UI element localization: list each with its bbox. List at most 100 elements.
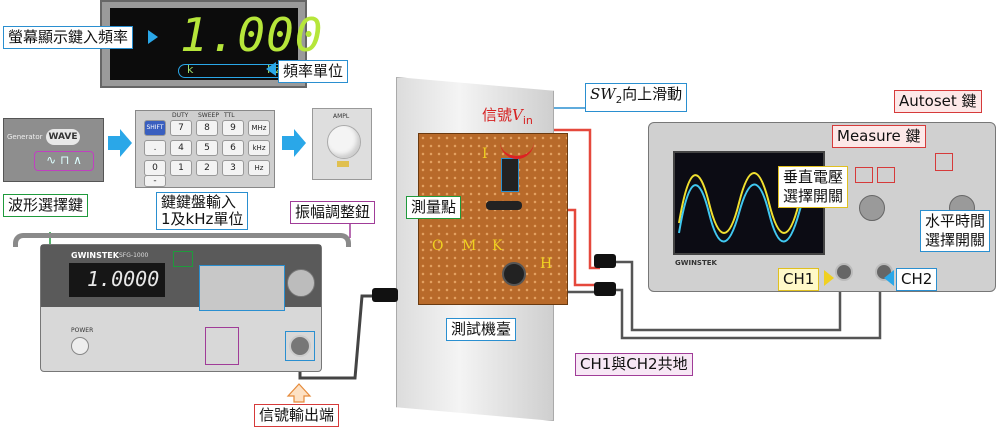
- label-horizontal-time-line2: 選擇開關: [925, 231, 986, 249]
- circuit-point-h: H: [540, 256, 553, 272]
- label-sw2: SW2向上滑動: [585, 83, 688, 112]
- amplitude-knob[interactable]: [327, 125, 361, 159]
- key-khz[interactable]: kHz: [248, 140, 270, 156]
- key-minus[interactable]: -: [144, 175, 166, 187]
- label-vertical-volt-line2: 選擇開關: [783, 187, 844, 205]
- vin-clip: [500, 140, 534, 159]
- generator-output-highlight: [285, 331, 315, 361]
- label-amplitude-knob: 振幅調整鈕: [290, 201, 376, 224]
- key-dot[interactable]: .: [144, 140, 166, 156]
- label-test-bench: 測試機臺: [446, 318, 517, 341]
- capacitor: [502, 262, 526, 286]
- label-ch-common-ground: CH1與CH2共地: [575, 353, 693, 376]
- key-7[interactable]: 7: [170, 120, 192, 136]
- label-vertical-volt: 垂直電壓 選擇開關: [778, 166, 849, 208]
- measure-probe: [486, 201, 522, 210]
- generator-main-knob[interactable]: [287, 269, 315, 297]
- bnc-connector-left: [372, 288, 398, 302]
- circuit-point-k: K: [492, 238, 503, 254]
- sw2-sub: 2: [615, 95, 623, 106]
- label-vertical-volt-line1: 垂直電壓: [783, 168, 844, 186]
- unit-k: k: [187, 63, 194, 76]
- signal-vin-sub: in: [522, 114, 533, 127]
- label-keypad-input-line1: 鍵鍵盤輸入: [161, 193, 237, 211]
- amplitude-panel: AMPL: [312, 108, 372, 180]
- signal-output-arrow: [286, 383, 312, 403]
- circuit-board: [418, 133, 568, 305]
- vertical-volt-knob[interactable]: [859, 195, 885, 221]
- key-0[interactable]: 0: [144, 160, 166, 176]
- label-measure-point: 測量點: [406, 196, 462, 219]
- wave-panel: Generator WAVE ∿ ⊓ ∧: [3, 118, 104, 182]
- ch1-arrow: [824, 270, 834, 286]
- label-keypad-input-line2: 1及kHz單位: [161, 210, 244, 228]
- amp-indicator: [337, 161, 349, 167]
- autoset-key-highlight[interactable]: [935, 153, 953, 171]
- generator-amp-highlight: [205, 327, 239, 365]
- measure-key-highlight[interactable]: [855, 167, 873, 183]
- label-ch1: CH1: [778, 268, 820, 291]
- label-autoset-key: Autoset 鍵: [894, 90, 982, 113]
- amp-label: AMPL: [333, 113, 350, 120]
- keypad-top-label-duty: DUTY: [172, 112, 189, 119]
- generator-screen: 1.0000: [69, 263, 165, 297]
- keypad-top-label-ttl: TTL: [224, 112, 235, 119]
- unit-callout-arrow: [266, 62, 276, 76]
- frequency-reading: 1.000: [180, 8, 324, 62]
- generator-wave-highlight: [173, 251, 193, 267]
- ch1-cable: [615, 260, 842, 332]
- key-hz[interactable]: Hz: [248, 160, 270, 176]
- bnc-connector-ch2: [594, 282, 616, 296]
- keypad-top-label-sweep: SWEEP: [198, 112, 219, 119]
- generator-tag: Generator: [7, 133, 43, 141]
- key-6[interactable]: 6: [222, 140, 244, 156]
- circuit-point-o: O: [432, 238, 444, 254]
- generator-handle: [13, 233, 351, 247]
- key-1[interactable]: 1: [170, 160, 192, 176]
- ch2-cable: [615, 283, 882, 340]
- key-4[interactable]: 4: [170, 140, 192, 156]
- key-shift[interactable]: SHIFT: [144, 120, 166, 136]
- scope-brand: GWINSTEK: [675, 259, 717, 267]
- key-9[interactable]: 9: [222, 120, 244, 136]
- label-horizontal-time: 水平時間 選擇開關: [920, 210, 991, 252]
- label-keypad-input: 鍵鍵盤輸入 1及kHz單位: [156, 192, 249, 230]
- sw2-var: SW: [590, 85, 616, 103]
- waveform-selector-icons: ∿ ⊓ ∧: [34, 151, 94, 171]
- arrow-right-1: [108, 129, 132, 157]
- function-generator: GWINSTEK SFG-1000 1.0000 POWER: [13, 233, 351, 372]
- power-button[interactable]: [71, 337, 89, 355]
- arrow-right-2: [282, 129, 306, 157]
- label-horizontal-time-line1: 水平時間: [925, 212, 986, 230]
- generator-power-label: POWER: [71, 327, 94, 334]
- signal-vin-prefix: 信號: [482, 106, 513, 124]
- sw2-switch[interactable]: [501, 158, 519, 192]
- keypad-panel: DUTY SWEEP TTL SHIFT 7 8 9 MHz 4 5 6 kHz…: [135, 110, 275, 188]
- measure-key-highlight-2[interactable]: [877, 167, 895, 183]
- label-signal-vin: 信號Vin: [482, 104, 533, 127]
- generator-model: SFG-1000: [119, 252, 149, 259]
- label-signal-output: 信號輸出端: [254, 404, 340, 427]
- label-measure-key: Measure 鍵: [832, 125, 926, 148]
- key-8[interactable]: 8: [196, 120, 218, 136]
- label-ch2: CH2: [896, 268, 938, 291]
- ch1-input-jack[interactable]: [835, 263, 853, 281]
- freq-callout-arrow: [148, 30, 158, 44]
- key-3[interactable]: 3: [222, 160, 244, 176]
- sw2-text: 向上滑動: [622, 85, 683, 103]
- generator-reading: 1.0000: [87, 267, 160, 291]
- circuit-point-m: M: [462, 238, 477, 254]
- generator-brand: GWINSTEK: [71, 251, 119, 260]
- key-5[interactable]: 5: [196, 140, 218, 156]
- bnc-connector-ch1: [594, 254, 616, 268]
- wave-button[interactable]: WAVE: [46, 129, 80, 145]
- generator-keypad-highlight: [199, 265, 285, 311]
- label-waveform-key: 波形選擇鍵: [3, 194, 89, 217]
- key-mhz[interactable]: MHz: [248, 120, 270, 136]
- generator-output-jack[interactable]: [289, 335, 311, 357]
- key-2[interactable]: 2: [196, 160, 218, 176]
- label-frequency-unit: 頻率單位: [278, 60, 349, 83]
- signal-vin-var: V: [512, 106, 523, 124]
- circuit-point-i: I: [482, 146, 488, 162]
- ch2-arrow: [884, 270, 894, 286]
